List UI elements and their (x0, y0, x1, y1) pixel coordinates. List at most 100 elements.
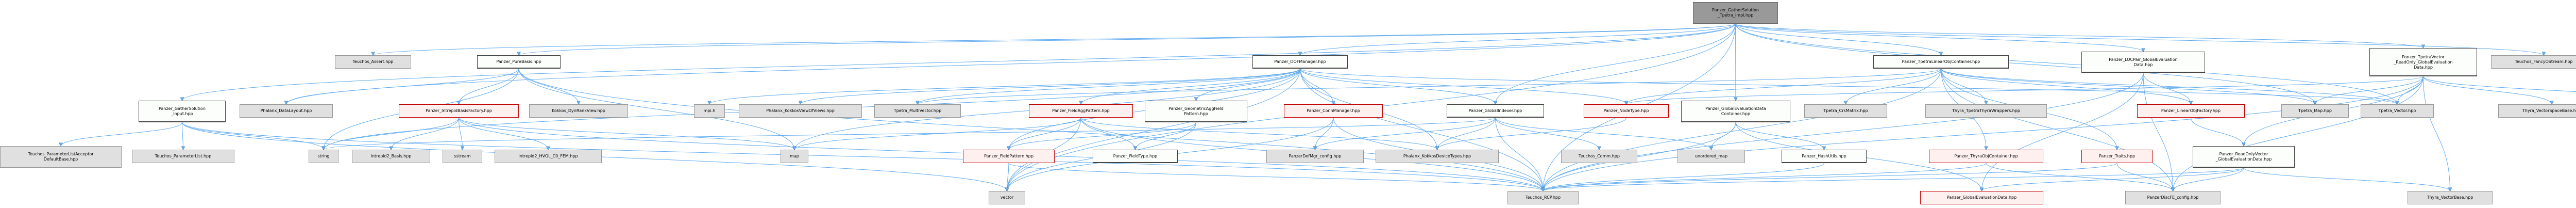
graph-node-label: Panzer_TpetraVector _ReadOnly_GlobalEval… (2394, 54, 2453, 70)
graph-node-dof-manager[interactable]: Panzer_DOFManager.hpp (1252, 55, 1348, 69)
graph-node-teuchos-assert[interactable]: Teuchos_Assert.hpp (335, 55, 411, 69)
edge-readonly_ged-to-ged (1982, 167, 2244, 191)
graph-node-label: Thyra_TpetraThyraWrappers.hpp (1952, 108, 2021, 113)
graph-node-ged-container[interactable]: Panzer_GlobalEvaluationData Container.hp… (1681, 101, 1790, 122)
edge-fieldaggpattern-to-map (794, 117, 1081, 150)
graph-node-dynrankview[interactable]: Kokkos_DynRankView.hpp (529, 104, 628, 118)
graph-node-vector[interactable]: vector (989, 191, 1025, 204)
graph-node-sstream[interactable]: sstream (443, 150, 482, 163)
edge-dof_manager-to-vector (1007, 68, 1300, 191)
edge-tpetravector_ro-to-vsbase (2423, 76, 2552, 104)
graph-node-thyraobj[interactable]: Panzer_ThyraObjContainer.hpp (1929, 150, 2043, 163)
edge-dof_manager-to-nodetype (1300, 68, 1626, 104)
graph-node-tpetravector-ro[interactable]: Panzer_TpetraVector _ReadOnly_GlobalEval… (2369, 48, 2477, 76)
graph-node-crsmatrix[interactable]: Tpetra_CrsMatrix.hpp (1804, 104, 1887, 118)
edge-tpetravector_ro-to-teuchos_rcp (1543, 76, 2424, 191)
graph-node-hashutils[interactable]: Panzer_HashUtils.hpp (1782, 150, 1867, 163)
edge-traits-to-teuchos_rcp (1543, 163, 2117, 191)
graph-node-geomagg[interactable]: Panzer_GeometricAggField Pattern.hpp (1145, 101, 1247, 122)
graph-node-teuchos-rcp[interactable]: Teuchos_RCP.hpp (1507, 191, 1579, 204)
graph-node-label: Panzer_PureBasis.hpp (496, 59, 541, 64)
graph-node-readonly-ged[interactable]: Panzer_ReadOnlyVector _GlobalEvaluationD… (2193, 146, 2295, 168)
graph-node-intrepid-factory[interactable]: Panzer_IntrepidBasisFactory.hpp (399, 104, 519, 118)
graph-node-label: PanzerDiscFE_config.hpp (2147, 195, 2199, 200)
graph-node-viewofviews[interactable]: Phalanx_KokkosViewOfViews.hpp (739, 104, 862, 118)
graph-node-multivector[interactable]: Tpetra_MultiVector.hpp (874, 104, 961, 118)
graph-node-label: Thyra_VectorSpaceBase.hpp (2522, 108, 2576, 113)
graph-node-label: PanzerDofMgr_config.hpp (1289, 154, 1342, 158)
edge-tpetravector_ro-to-discfe_config (2173, 76, 2424, 191)
graph-node-label: Teuchos_FancyOStream.hpp (2515, 59, 2573, 64)
graph-node-label: Panzer_FieldType.hpp (1113, 154, 1158, 158)
graph-node-lof[interactable]: Panzer_LinearObjFactory.hpp (2137, 104, 2245, 118)
graph-node-fieldpattern[interactable]: Panzer_FieldPattern.hpp (963, 150, 1055, 163)
graph-node-label: unordered_map (1694, 154, 1728, 158)
graph-node-globalindexer[interactable]: Panzer_GlobalIndexer.hpp (1447, 104, 1544, 118)
edge-root-to-dof_manager (1300, 23, 1736, 55)
graph-node-map[interactable]: map (781, 150, 808, 163)
graph-node-tpetra-vector[interactable]: Tpetra_Vector.hpp (2361, 104, 2434, 118)
graph-node-devicetypes[interactable]: Phalanx_KokkosDeviceTypes.hpp (1376, 150, 1499, 163)
edge-traits-to-discfe_config (2116, 163, 2173, 191)
graph-node-dofmgr-config[interactable]: PanzerDofMgr_config.hpp (1266, 150, 1364, 163)
graph-node-tpetra-map[interactable]: Tpetra_Map.hpp (2281, 104, 2349, 118)
edge-locpair-to-lof (2143, 72, 2191, 104)
graph-node-hvol[interactable]: Intrepid2_HVOL_C0_FEM.hpp (495, 150, 602, 163)
edge-dof_manager-to-teuchos_rcp (1300, 68, 1544, 191)
edge-root-to-gather_input (182, 23, 1736, 101)
graph-node-fieldaggpattern[interactable]: Panzer_FieldAggPattern.hpp (1029, 104, 1133, 118)
edge-fieldaggpattern-to-fieldpattern (1009, 117, 1081, 150)
graph-node-discfe-config[interactable]: PanzerDiscFE_config.hpp (2125, 191, 2221, 204)
graph-node-fieldtype[interactable]: Panzer_FieldType.hpp (1093, 150, 1178, 163)
edge-tpetra_loc-to-discfe_config (1941, 68, 2173, 191)
graph-node-label: Teuchos_ParameterListAcceptor DefaultBas… (28, 152, 94, 162)
edge-gather_input-to-pl_acceptor (61, 122, 182, 146)
edge-tpetra_loc-to-multivector (918, 68, 1941, 104)
edge-root-to-locpair (1735, 23, 2144, 52)
graph-node-paramlist[interactable]: Teuchos_ParameterList.hpp (132, 150, 234, 163)
graph-node-vsbase[interactable]: Thyra_VectorSpaceBase.hpp (2498, 104, 2576, 118)
edge-tpetra_loc-to-tpetra_map (1941, 68, 2315, 104)
graph-node-fancy-ostream[interactable]: Teuchos_FancyOStream.hpp (2491, 55, 2576, 69)
graph-node-unordered-map[interactable]: unordered_map (1677, 150, 1745, 163)
graph-node-teuchos-comm[interactable]: Teuchos_Comm.hpp (1561, 150, 1637, 163)
edge-root-to-tpetravector_ro (1735, 23, 2424, 48)
graph-node-string[interactable]: string (309, 150, 338, 163)
edge-root-to-teuchos_assert (373, 23, 1736, 55)
graph-node-pl-acceptor[interactable]: Teuchos_ParameterListAcceptor DefaultBas… (0, 146, 122, 168)
graph-node-label: Teuchos_Comm.hpp (1579, 154, 1620, 158)
graph-node-thyra-wrappers[interactable]: Thyra_TpetraThyraWrappers.hpp (1925, 104, 2047, 118)
graph-node-connmanager[interactable]: Panzer_ConnManager.hpp (1284, 104, 1383, 118)
graph-node-pure-basis[interactable]: Panzer_PureBasis.hpp (477, 55, 561, 69)
graph-node-data-layout[interactable]: Phalanx_DataLayout.hpp (240, 104, 333, 118)
edge-intrepid_factory-to-map (459, 117, 795, 150)
graph-node-mpi[interactable]: mpi.h (694, 104, 725, 118)
graph-node-nodetype[interactable]: Panzer_NodeType.hpp (1584, 104, 1669, 118)
edge-intrepid_factory-to-sstream (459, 117, 463, 150)
edge-root-to-pure_basis (519, 23, 1736, 55)
graph-node-label: Panzer_Traits.hpp (2098, 154, 2136, 158)
graph-node-vectorbase[interactable]: Thyra_VectorBase.hpp (2408, 191, 2493, 204)
graph-node-locpair[interactable]: Panzer_LOCPair_GlobalEvaluation Data.hpp (2081, 52, 2205, 73)
edge-thyraobj-to-teuchos_rcp (1543, 163, 1987, 191)
edge-tpetra_loc-to-teuchos_rcp (1543, 68, 1941, 191)
edge-tpetravector_ro-to-nodetype (1626, 76, 2424, 104)
graph-node-gather-input[interactable]: Panzer_GatherSolution _Input.hpp (139, 101, 226, 122)
edge-fieldaggpattern-to-devicetypes (1080, 117, 1437, 150)
edge-globalindexer-to-string (324, 117, 1496, 150)
edge-dof_manager-to-tpetra_vector (1300, 68, 2398, 104)
graph-node-ged[interactable]: Panzer_GlobalEvaluationData.hpp (1920, 191, 2043, 204)
graph-node-label: Panzer_GeometricAggField Pattern.hpp (1168, 106, 1224, 116)
edge-globalindexer-to-dofmgr_config (1315, 117, 1496, 150)
graph-node-label: Intrepid2_HVOL_C0_FEM.hpp (518, 154, 578, 158)
edge-globalindexer-to-devicetypes (1437, 117, 1496, 150)
graph-node-label: mpi.h (703, 108, 716, 113)
edge-tpetra_loc-to-tpetra_vector (1941, 68, 2398, 104)
graph-node-tpetra-loc[interactable]: Panzer_TpetraLinearObjContainer.hpp (1873, 55, 2009, 69)
graph-node-intrepid-basis[interactable]: Intrepid2_Basis.hpp (352, 150, 430, 163)
graph-node-label: Tpetra_MultiVector.hpp (893, 108, 942, 113)
graph-node-root[interactable]: Panzer_GatherSolution _Tpetra_impl.hpp (1693, 2, 1778, 24)
edge-geomagg-to-fieldpattern (1009, 122, 1196, 150)
edge-dof_manager-to-multivector (918, 68, 1300, 104)
graph-node-traits[interactable]: Panzer_Traits.hpp (2081, 150, 2153, 163)
